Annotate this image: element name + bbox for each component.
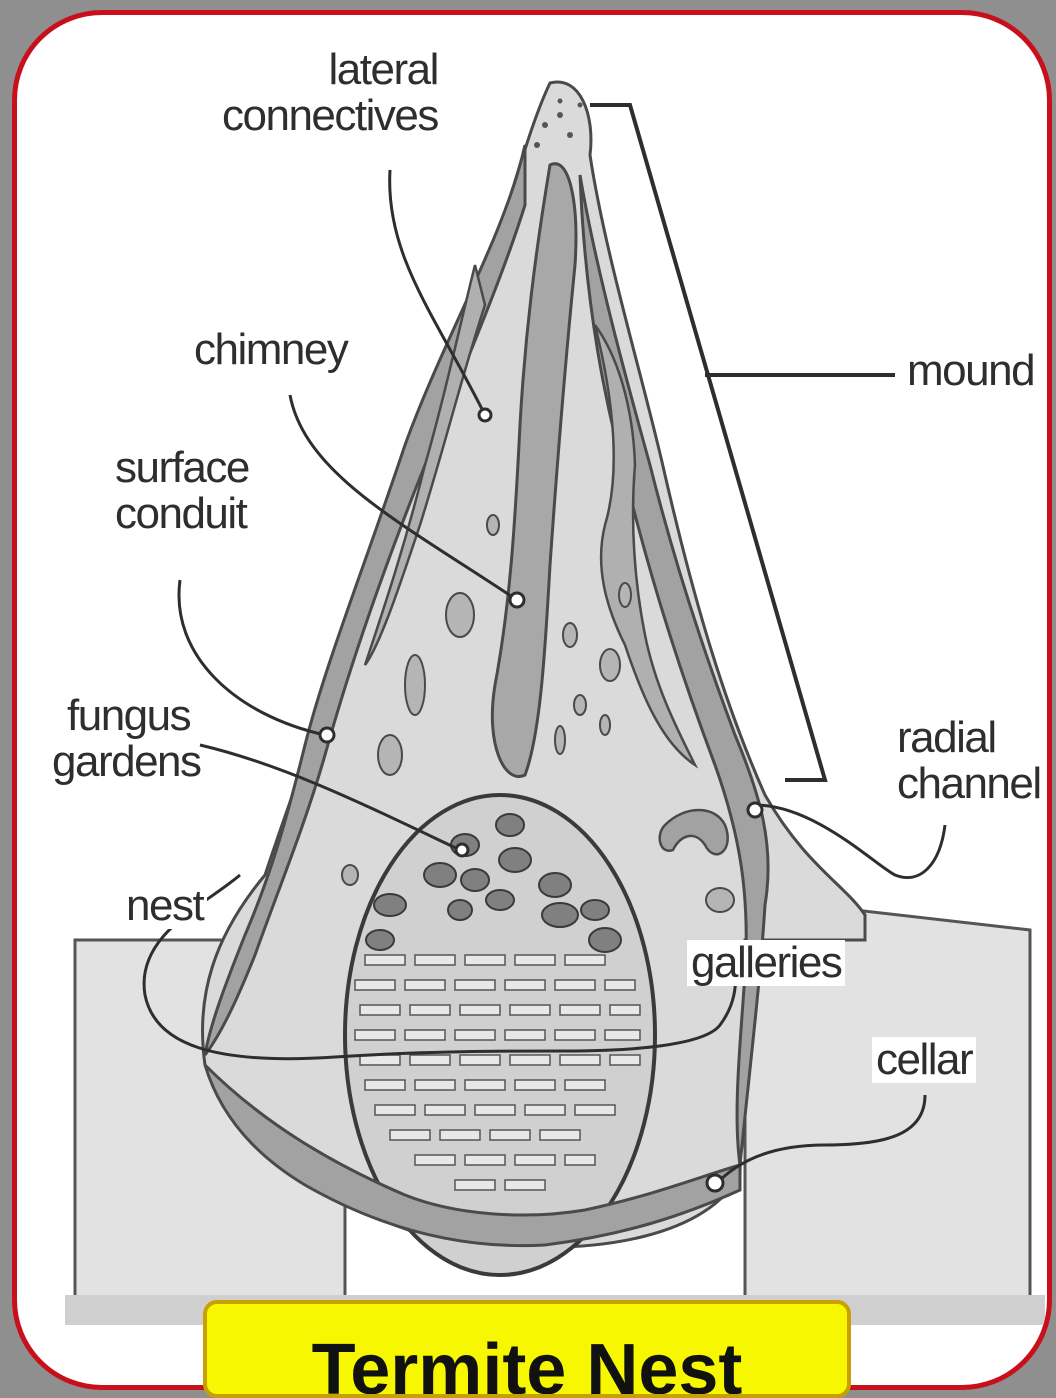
label-fungus-gardens: fungus gardens [52,693,201,785]
label-chimney-text: chimney [194,327,347,373]
label-chimney: chimney [194,327,347,373]
label-nest: nest [122,883,207,929]
caption-banner: Termite Nest [203,1300,851,1398]
label-surface-conduit: surface conduit [115,445,249,537]
label-fungus-gardens-line-1: fungus [52,693,201,739]
label-surface-conduit-line-2: conduit [115,491,249,537]
label-mound: mound [907,348,1034,394]
caption-title: Termite Nest [207,1334,847,1398]
label-lateral-connectives-line-2: connectives [222,93,438,139]
diagram-frame: lateral connectives chimney surface cond… [12,10,1052,1390]
termite-mound-illustration [17,15,1052,1355]
label-cellar-text: cellar [876,1037,972,1083]
label-galleries: galleries [687,940,845,986]
label-radial-channel: radial channel [897,715,1041,807]
label-fungus-gardens-line-2: gardens [52,739,201,785]
label-mound-text: mound [907,348,1034,394]
label-galleries-text: galleries [691,940,841,986]
label-lateral-connectives-line-1: lateral [222,47,438,93]
label-cellar: cellar [872,1037,976,1083]
label-radial-channel-line-2: channel [897,761,1041,807]
label-radial-channel-line-1: radial [897,715,1041,761]
label-surface-conduit-line-1: surface [115,445,249,491]
label-lateral-connectives: lateral connectives [222,47,438,139]
label-nest-text: nest [126,883,203,929]
